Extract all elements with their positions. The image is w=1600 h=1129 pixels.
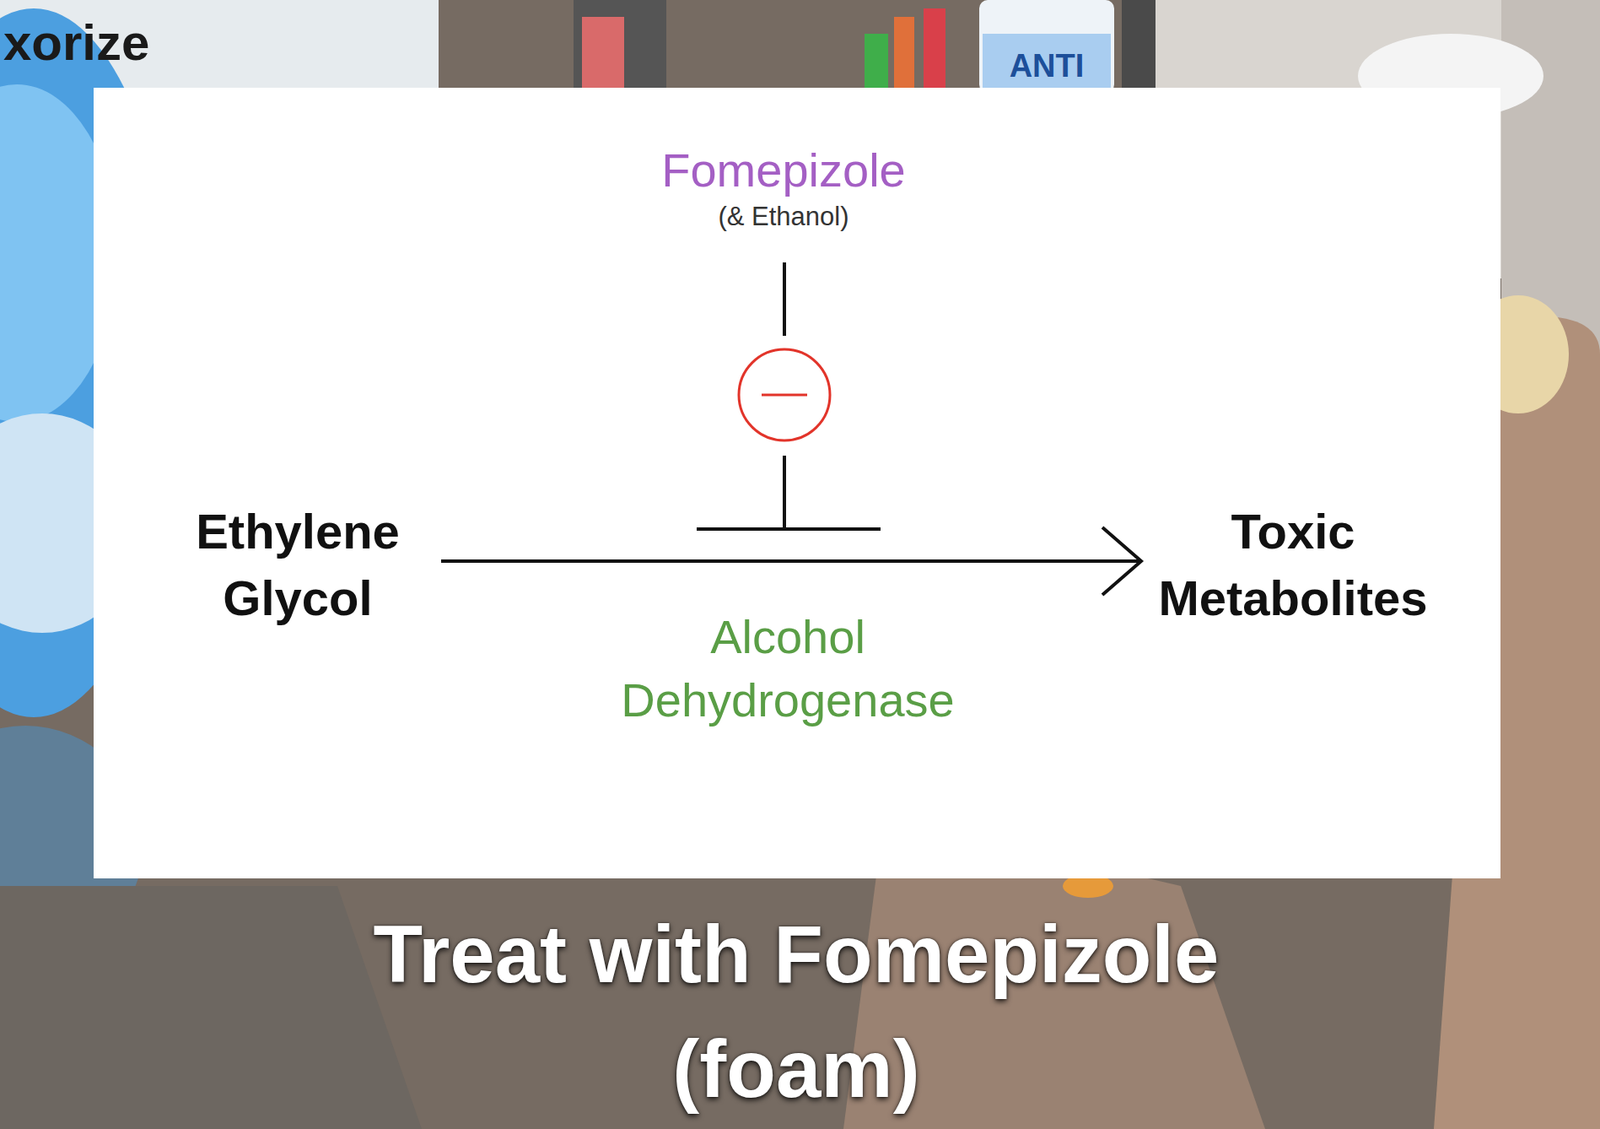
reaction-arrow [441,527,1142,595]
node-title: Fomepizole [564,140,1003,200]
inhibitor-line [782,455,787,529]
caption: Treat with Fomepizole (foam) [269,896,1324,1126]
dark-box [573,0,667,93]
inhibitor-circle [738,349,830,441]
node-title: Ethylene Glycol [154,497,442,631]
inhibitor-bar [696,527,881,531]
red-bottle [923,8,946,93]
minus-sign [761,393,808,397]
node-subtitle: (& Ethanol) [564,199,1003,234]
substrate-node: Ethylene Glycol [154,497,442,631]
dark-post [1121,0,1156,93]
floor [0,885,422,1129]
watermark: xorize [3,15,206,71]
node-title: Toxic Metabolites [1141,497,1445,631]
red-box [581,16,625,93]
orange-bottle [894,16,915,93]
enzyme-label: Alcohol Dehydrogenase [602,604,974,732]
bottle-label [982,33,1111,93]
green-bottle [864,33,889,93]
white-panel [93,87,1501,879]
antifreeze-bottle [979,0,1115,93]
product-node: Toxic Metabolites [1141,497,1445,631]
inhibitor-line [782,262,787,336]
inhibitor-drug: Fomepizole(& Ethanol) [564,140,1003,234]
bottle-text: ANTI [983,47,1110,85]
